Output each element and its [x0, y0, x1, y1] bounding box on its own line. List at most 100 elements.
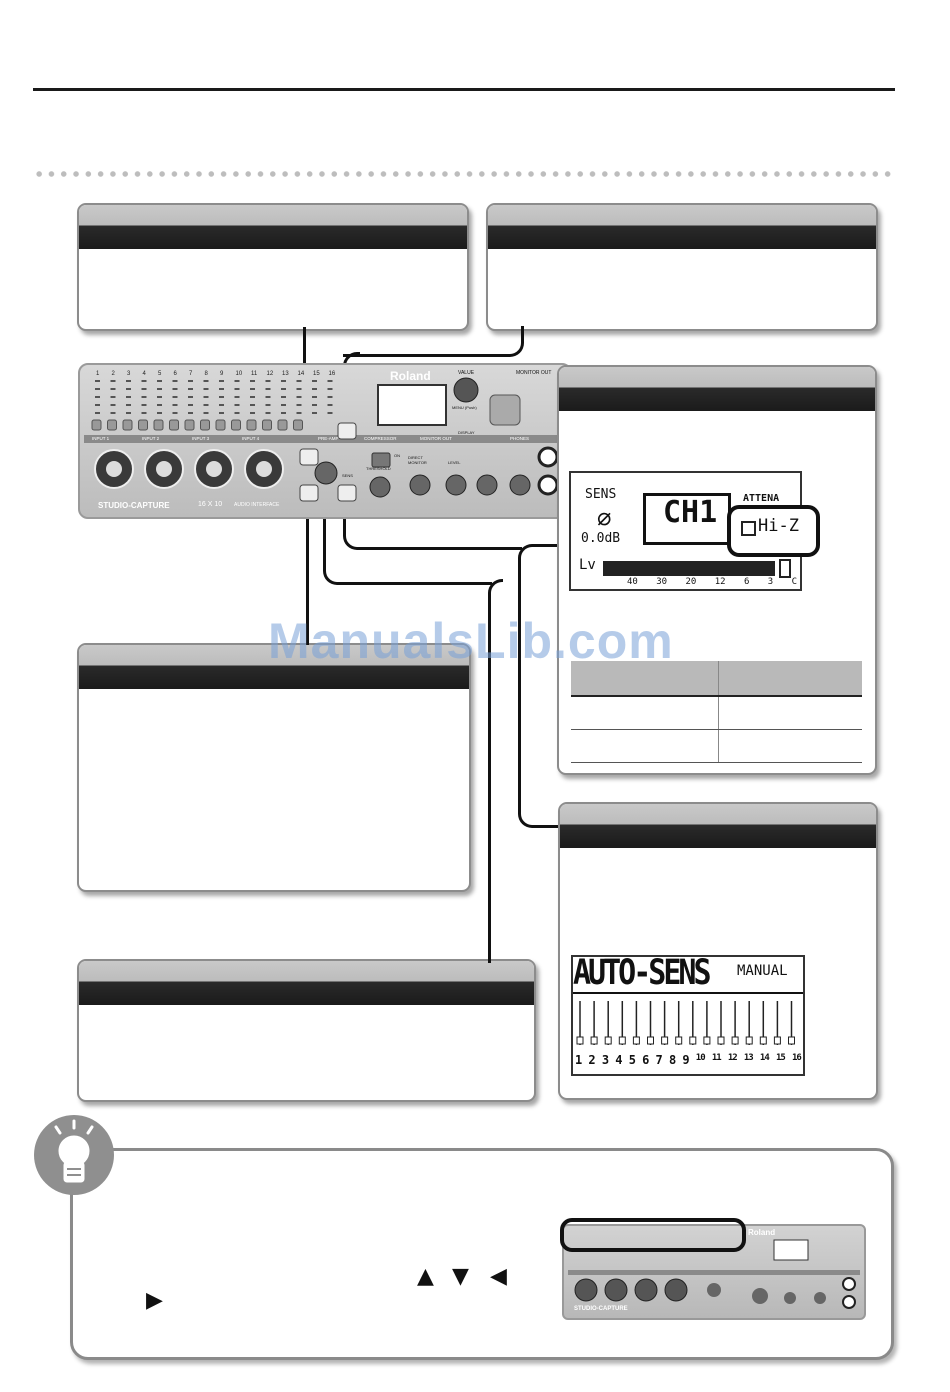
device-channel-number: 6 — [174, 371, 178, 377]
device-meter-led — [157, 388, 162, 390]
device-xlr-jack-center — [106, 461, 122, 477]
device-pad-button — [184, 419, 195, 431]
lcd-meter-ticks: 40 30 20 12 6 3 C — [627, 577, 797, 587]
device-preamp-label: PRE-AMP — [318, 436, 339, 441]
device-pad-button — [262, 419, 272, 431]
device-monitor-out-top: MONITOR OUT — [516, 370, 552, 376]
tip-device-brand: Roland — [748, 1228, 776, 1237]
device-meter-led — [188, 396, 193, 398]
device-meter-led — [250, 412, 255, 414]
device-meter-led — [110, 396, 116, 398]
device-menu-label: MENU (Push) — [452, 405, 477, 410]
device-meter-led — [141, 396, 147, 398]
device-meter-led — [234, 380, 240, 382]
device-channel-number: 12 — [267, 371, 274, 377]
device-phones-label: PHONES — [510, 436, 530, 441]
device-on-label: ON — [394, 453, 400, 458]
device-meter-led — [219, 412, 224, 414]
device-display-label: DISPLAY — [458, 430, 475, 435]
device-meter-led — [126, 396, 131, 398]
connector-auto-b — [518, 544, 563, 828]
device-meter-led — [172, 404, 178, 406]
hiz-table — [571, 661, 862, 763]
callout-sens-box — [77, 959, 536, 1102]
device-meter-led — [219, 380, 224, 382]
autosens-channel-number: 10 — [695, 1053, 706, 1063]
arrow-up-icon: ▲ — [417, 1264, 434, 1289]
device-meter-led — [312, 404, 317, 406]
device-meter-led — [219, 388, 224, 390]
device-channel-number: 8 — [205, 371, 209, 377]
tip-meter-highlight — [560, 1218, 746, 1252]
device-meter-led — [265, 396, 271, 398]
device-xlr-jack-center — [206, 461, 222, 477]
autosens-fader-knob — [717, 1036, 725, 1045]
device-meter-led — [126, 404, 131, 406]
device-meter-led — [234, 412, 240, 414]
autosens-channel-number: 7 — [655, 1053, 663, 1067]
device-meter-led — [265, 380, 271, 382]
autosens-fader-knob — [661, 1036, 669, 1045]
lcd-tick: 30 — [656, 577, 668, 587]
device-meter-led — [110, 388, 116, 390]
device-pad-button — [215, 419, 226, 431]
autosens-fader-knob — [618, 1036, 626, 1045]
device-threshold-label: THRESHOLD — [366, 466, 391, 471]
hiz-checkbox-icon — [741, 521, 756, 536]
autosens-channel-number: 1 — [575, 1053, 582, 1067]
lightbulb-icon — [54, 1119, 94, 1183]
device-channel-number: 15 — [313, 371, 320, 377]
lcd-ch1-screen: SENS ⌀ 0.0dB CH1 ATTENA Lv 40 30 20 12 6… — [569, 471, 802, 591]
autosens-channel-number: 14 — [759, 1053, 770, 1063]
connector-pad — [303, 327, 306, 385]
lcd-tick: C — [791, 577, 797, 587]
lcd-clip-indicator — [779, 559, 791, 578]
tip-bulb-badge — [34, 1115, 114, 1195]
device-meter-led — [265, 404, 271, 406]
dotted-divider — [33, 170, 895, 178]
device-meter-led — [203, 388, 209, 390]
table-row — [571, 696, 862, 730]
device-channel-number: 10 — [236, 371, 243, 377]
autosens-fader-knob — [675, 1036, 683, 1045]
device-meter-led — [188, 412, 193, 414]
device-meter-led — [312, 412, 317, 414]
device-channel-number: 13 — [282, 371, 289, 377]
device-meter-led — [141, 388, 147, 390]
device-meter-led — [95, 404, 100, 406]
device-meter-led — [95, 412, 100, 414]
autosens-fader-knob — [689, 1036, 697, 1045]
table-row — [571, 729, 862, 763]
device-meter-led — [234, 388, 240, 390]
device-meter-led — [281, 380, 286, 382]
device-brand: Roland — [390, 369, 431, 383]
connector-hiz — [306, 490, 309, 645]
device-meter-led — [95, 388, 100, 390]
device-meter-led — [327, 412, 333, 414]
device-meter-led — [172, 412, 178, 414]
device-pad-button — [153, 419, 164, 431]
device-pad-button — [277, 419, 288, 431]
lcd-tick: 20 — [685, 577, 697, 587]
device-model-suffix: 16 X 10 — [198, 501, 223, 508]
callout-hiz-box — [77, 643, 471, 892]
autosens-fader-knob — [576, 1036, 584, 1045]
callout-pad-box — [77, 203, 469, 331]
device-meter-led — [312, 388, 317, 390]
device-input-4: INPUT 4 — [242, 436, 260, 441]
device-channel-number: 11 — [251, 371, 258, 377]
hiz-label: Hi-Z — [758, 516, 799, 536]
device-meter-led — [312, 396, 317, 398]
device-meter-led — [234, 396, 240, 398]
device-pad-button — [91, 419, 102, 431]
autosens-fader-knob — [647, 1036, 654, 1045]
autosens-fader-knob — [703, 1036, 711, 1045]
lcd-channel: CH1 — [663, 495, 718, 530]
autosens-channel-number: 8 — [668, 1053, 676, 1067]
device-meter-led — [250, 388, 255, 390]
autosens-channel-number: 5 — [628, 1053, 636, 1067]
autosens-channel-number: 16 — [791, 1053, 802, 1063]
